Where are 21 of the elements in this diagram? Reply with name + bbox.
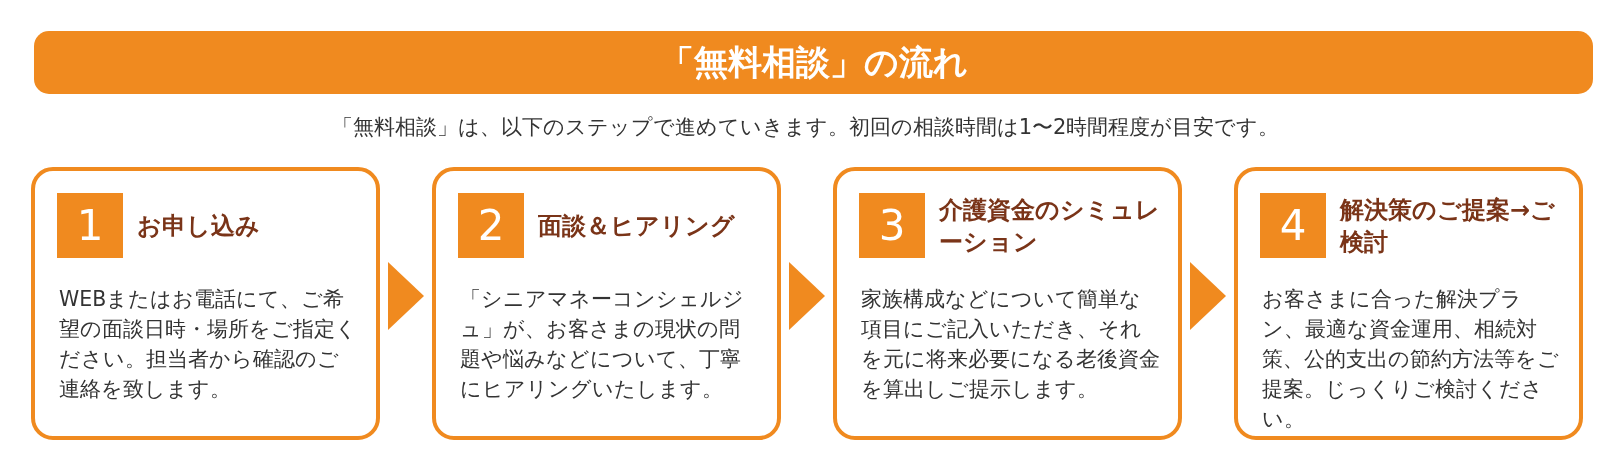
step-card xyxy=(31,167,380,440)
step-card xyxy=(1234,167,1583,440)
step-description: WEBまたはお電話にて、ご希望の面談日時・場所をご指定ください。担当者から確認のご連絡を致します。 xyxy=(59,286,358,403)
step-heading: 解決策のご提案→ご検討 xyxy=(1340,194,1557,258)
step-number-badge: 1 xyxy=(57,193,123,258)
step-heading: お申し込み xyxy=(137,210,260,242)
step-description: 家族構成などについて簡単な項目にご記入いただき、それを元に将来必要になる老後資金を算出しご提示します。 xyxy=(861,286,1161,403)
step-heading: 面談＆ヒアリング xyxy=(538,210,735,242)
step-heading: 介護資金のシミュレーション xyxy=(939,194,1161,258)
step-description: お客さまに合った解決プラン、最適な資金運用、相続対策、公的支出の節約方法等をご提案。じっくりご検討ください。 xyxy=(1262,286,1560,433)
title-banner: 「無料相談」の流れ xyxy=(34,31,1593,94)
step-number-badge: 3 xyxy=(859,193,925,258)
step-description: 「シニアマネーコンシェルジュ」が、お客さまの現状の問題や悩みなどについて、丁寧にヒアリングいたします。 xyxy=(460,286,745,403)
chevron-arrow xyxy=(388,262,424,330)
intro-text: 「無料相談」は、以下のステップで進めていきます。初回の相談時間は1〜2時間程度が目安です。 xyxy=(331,115,1280,139)
chevron-arrow xyxy=(1190,262,1226,330)
step-number-badge: 2 xyxy=(458,193,524,258)
chevron-arrow xyxy=(789,262,825,330)
step-card xyxy=(833,167,1182,440)
step-card xyxy=(432,167,781,440)
step-number-badge: 4 xyxy=(1260,193,1326,258)
